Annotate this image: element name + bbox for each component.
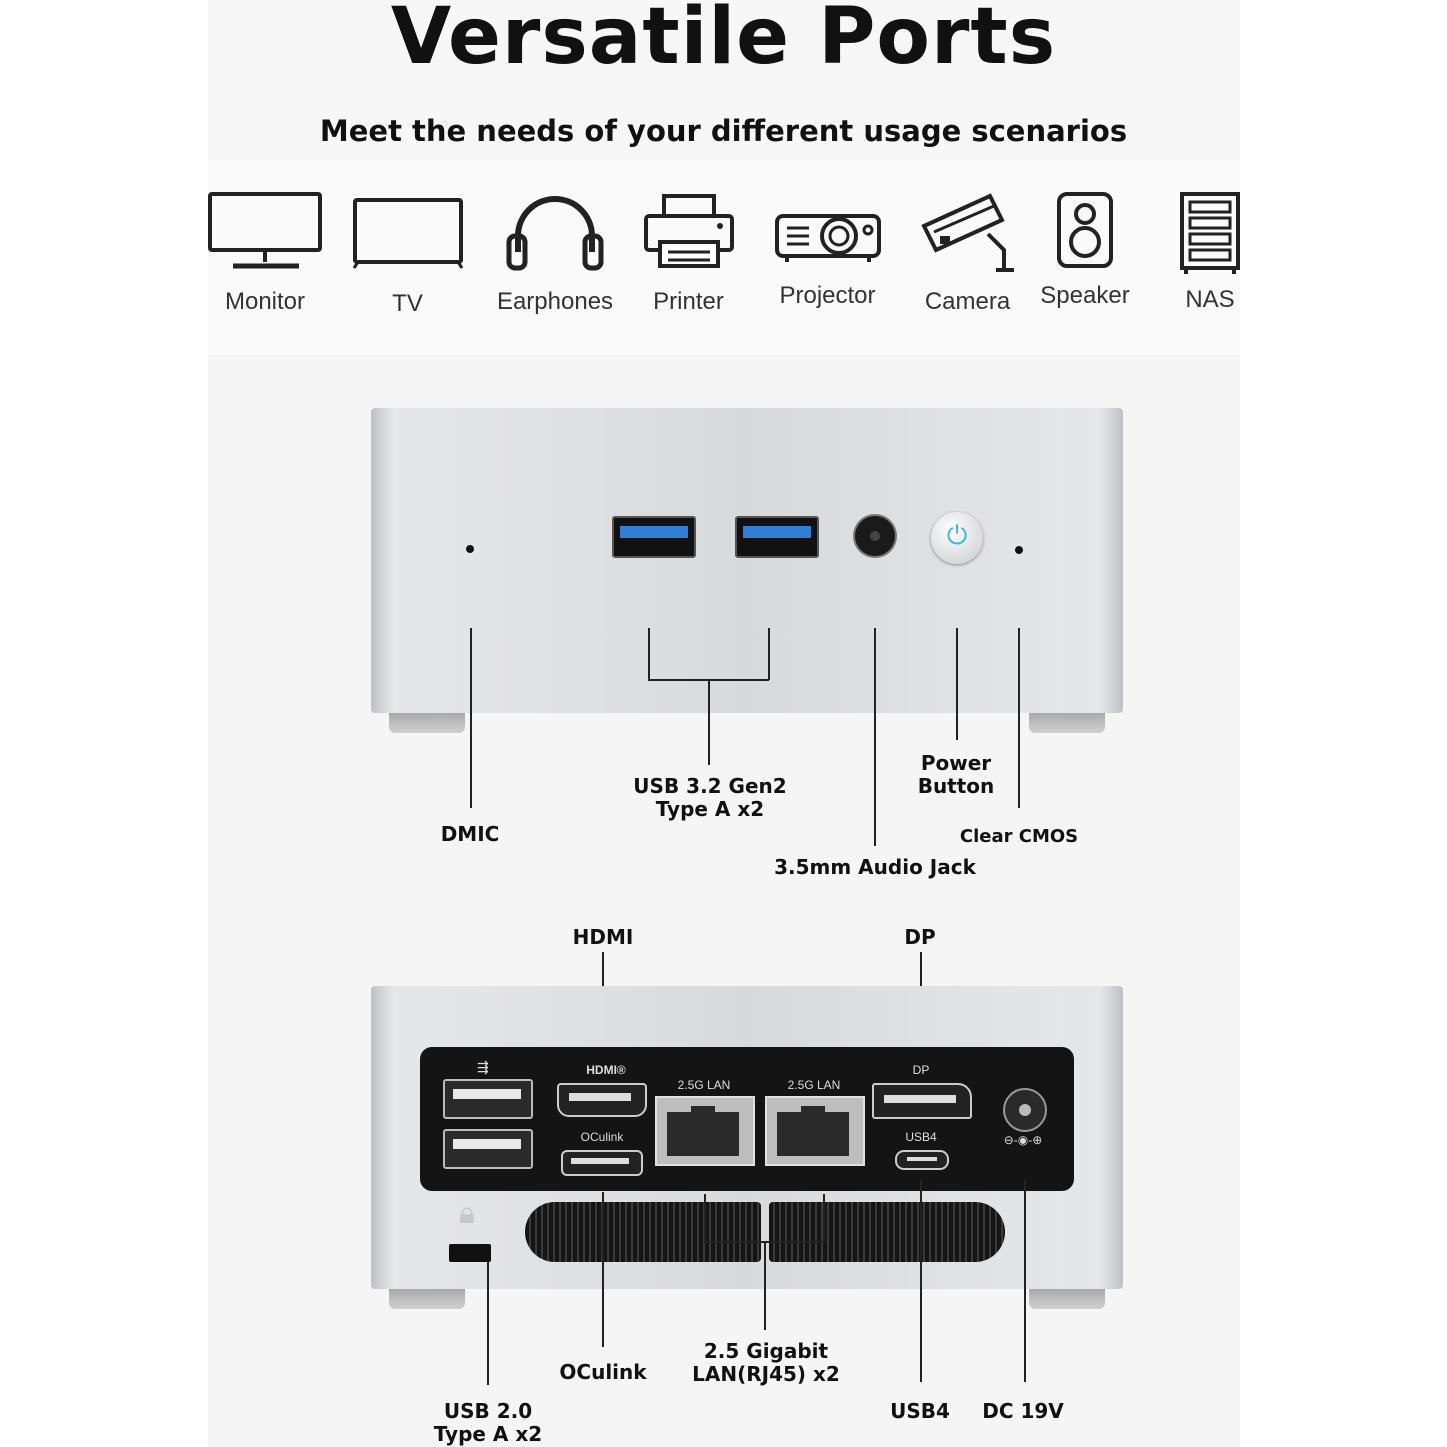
- dp-port[interactable]: [872, 1083, 972, 1119]
- front-foot-right: [1029, 713, 1105, 733]
- lan-port-2[interactable]: [765, 1096, 865, 1166]
- usage-item-tv: TV: [350, 190, 465, 318]
- vent-right: [769, 1202, 1005, 1262]
- oculink-port[interactable]: [561, 1150, 643, 1176]
- usb32-leader-right: [768, 628, 770, 680]
- oculink-leader: [602, 1192, 604, 1347]
- nas-icon: [1180, 192, 1240, 274]
- power-button[interactable]: ⏻: [931, 512, 983, 564]
- audio-jack[interactable]: [855, 516, 895, 556]
- lan-leader-right: [823, 1194, 825, 1242]
- usage-label: Printer: [653, 288, 724, 315]
- tv-icon: [352, 198, 463, 269]
- lan1-port-label: 2.5G LAN: [677, 1078, 731, 1092]
- rear-device: ⇶ HDMI® OCulink 2.5G LAN 2.5G LAN DP USB…: [371, 986, 1123, 1309]
- usage-label: TV: [392, 290, 423, 317]
- callout-dmic: DMIC: [440, 822, 500, 846]
- dc-jack[interactable]: [1003, 1088, 1047, 1132]
- callout-usb4: USB4: [890, 1399, 950, 1423]
- usb2-port-1[interactable]: [443, 1079, 533, 1119]
- lan-leader-stem: [764, 1242, 766, 1330]
- projector-icon: [774, 214, 881, 262]
- usage-item-camera: Camera: [910, 190, 1025, 316]
- usb4-port[interactable]: [895, 1150, 949, 1170]
- lan-port-1[interactable]: [655, 1096, 755, 1166]
- dp-port-label: DP: [912, 1063, 930, 1077]
- header-panel: [208, 0, 1240, 160]
- usb2-port-2[interactable]: [443, 1129, 533, 1169]
- monitor-icon: [208, 192, 322, 269]
- usb20-leader: [487, 1262, 489, 1385]
- front-foot-left: [389, 713, 465, 733]
- rear-foot-right: [1029, 1289, 1105, 1309]
- hdmi-port[interactable]: [557, 1083, 647, 1117]
- dmic-hole: [466, 545, 474, 553]
- headphones-icon: [506, 196, 604, 271]
- power-icon: ⏻: [946, 521, 968, 551]
- usage-item-nas: NAS: [1165, 190, 1255, 314]
- usage-item-projector: Projector: [770, 190, 885, 310]
- usage-label: Camera: [924, 288, 1011, 315]
- oculink-port-label: OCulink: [580, 1130, 624, 1144]
- security-camera-icon: [920, 193, 1014, 272]
- usage-label: Monitor: [224, 288, 306, 315]
- cmos-leader: [1018, 628, 1020, 808]
- callout-lan: 2.5 Gigabit LAN(RJ45) x2: [692, 1339, 840, 1386]
- callout-dp: DP: [904, 925, 936, 949]
- usage-item-earphones: Earphones: [495, 190, 615, 316]
- speaker-icon: [1057, 192, 1113, 268]
- dc-polarity-label: ⊖-◉-⊕: [1003, 1133, 1043, 1147]
- usb3-port-1[interactable]: [612, 516, 696, 558]
- page-subtitle: Meet the needs of your different usage s…: [319, 114, 1128, 148]
- usb4-leader: [920, 1180, 922, 1382]
- usage-label: Speaker: [1040, 282, 1130, 309]
- usage-item-speaker: Speaker: [1035, 190, 1135, 310]
- usage-label: NAS: [1185, 286, 1235, 313]
- power-leader: [956, 628, 958, 740]
- usage-label: Earphones: [496, 288, 614, 315]
- front-device: ⏻: [371, 408, 1123, 733]
- usage-item-monitor: Monitor: [205, 190, 325, 316]
- kensington-lock-icon: 🔒︎: [459, 1196, 475, 1231]
- callout-hdmi: HDMI: [572, 925, 634, 949]
- callout-cmos: Clear CMOS: [959, 826, 1079, 847]
- callout-dc: DC 19V: [982, 1399, 1064, 1423]
- lan2-port-label: 2.5G LAN: [787, 1078, 841, 1092]
- rear-foot-left: [389, 1289, 465, 1309]
- printer-icon: [643, 194, 734, 268]
- usb4-port-label: USB4: [905, 1130, 937, 1144]
- usage-item-printer: Printer: [636, 190, 741, 316]
- callout-power: Power Button: [917, 751, 995, 798]
- audio-leader: [874, 628, 876, 846]
- dmic-leader: [470, 628, 472, 808]
- lan-leader-bar: [704, 1241, 824, 1243]
- lan-leader-left: [704, 1194, 706, 1242]
- callout-oculink: OCulink: [559, 1360, 647, 1384]
- front-chassis: [371, 408, 1123, 713]
- usb3-port-2[interactable]: [735, 516, 819, 558]
- callout-audio: 3.5mm Audio Jack: [774, 855, 976, 879]
- usb-symbol-icon: ⇶: [477, 1060, 489, 1076]
- usb32-leader-left: [648, 628, 650, 680]
- vent-left: [525, 1202, 761, 1262]
- usb32-leader-stem: [708, 680, 710, 765]
- usb32-leader-bar: [648, 679, 769, 681]
- page-title: Versatile Ports: [390, 0, 1057, 82]
- callout-usb20: USB 2.0 Type A x2: [433, 1399, 543, 1446]
- callout-usb32: USB 3.2 Gen2 Type A x2: [633, 774, 787, 821]
- usage-label: Projector: [779, 282, 876, 309]
- hdmi-port-label: HDMI®: [586, 1063, 626, 1077]
- kensington-slot[interactable]: [449, 1244, 491, 1262]
- clear-cmos-hole[interactable]: [1015, 546, 1023, 554]
- dc-leader: [1024, 1180, 1026, 1382]
